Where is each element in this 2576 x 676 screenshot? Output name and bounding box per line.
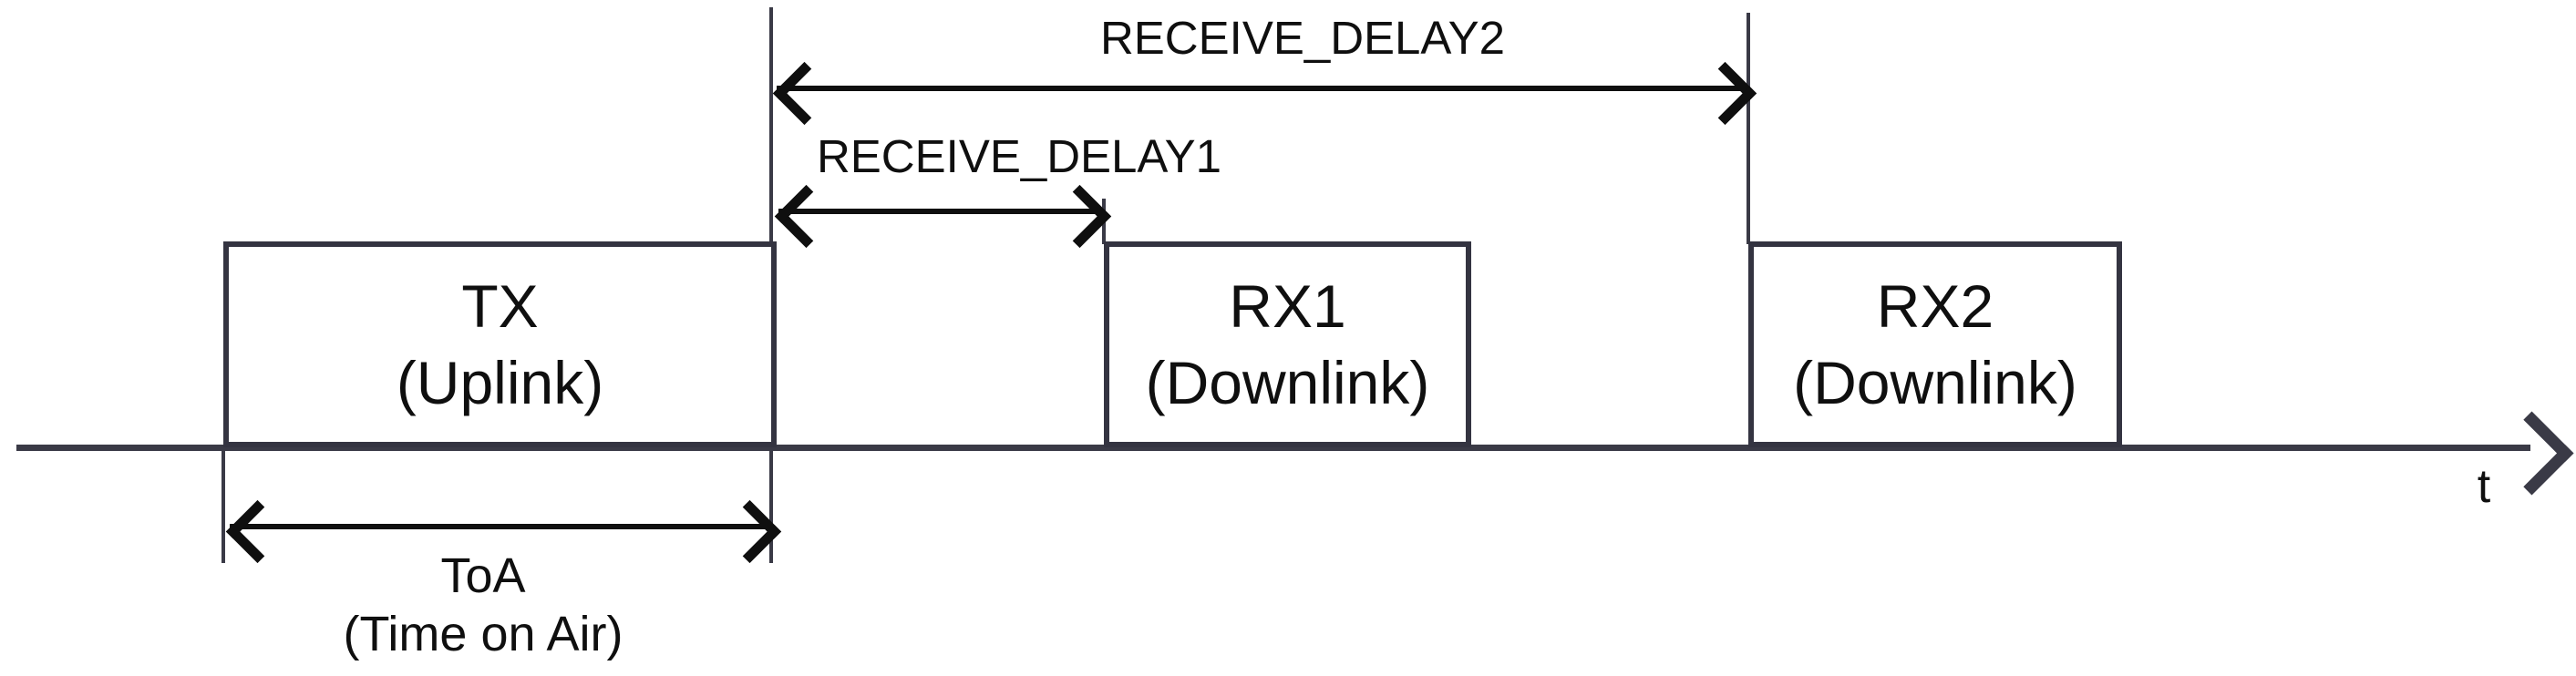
rx2-box-subtitle: (Downlink): [1793, 349, 2077, 416]
rx1-start-guide-line: [1102, 199, 1106, 244]
receive-delay1-left-arrowhead-icon: [774, 184, 839, 249]
rx1-downlink-box: RX1 (Downlink): [1104, 241, 1471, 447]
rx2-start-guide-line: [1747, 13, 1750, 244]
rx2-downlink-box: RX2 (Downlink): [1748, 241, 2122, 447]
receive-delay1-label: RECEIVE_DELAY1: [816, 130, 1222, 182]
receive-delay2-left-arrowhead-icon: [772, 61, 837, 126]
receive-delay1-arrow: [778, 209, 1099, 214]
toa-label-subtitle: (Time on Air): [343, 607, 623, 661]
toa-arrow: [230, 524, 768, 529]
tx-uplink-box: TX (Uplink): [223, 241, 777, 447]
toa-label-title: ToA: [440, 548, 526, 603]
tx-box-subtitle: (Uplink): [396, 349, 604, 416]
rx1-box-subtitle: (Downlink): [1145, 349, 1430, 416]
toa-right-tick-line: [769, 451, 773, 563]
time-axis-label: t: [2477, 460, 2491, 513]
tx-end-guide-line: [769, 7, 773, 244]
receive-delay2-label: RECEIVE_DELAY2: [1099, 12, 1506, 64]
time-axis-line: [16, 445, 2530, 451]
receive-delay2-arrow: [777, 86, 1743, 91]
tx-box-title: TX: [461, 272, 539, 340]
rx2-box-title: RX2: [1876, 272, 1994, 340]
toa-label: ToA (Time on Air): [210, 547, 757, 663]
rx1-box-title: RX1: [1229, 272, 1346, 340]
toa-left-tick-line: [222, 451, 225, 563]
